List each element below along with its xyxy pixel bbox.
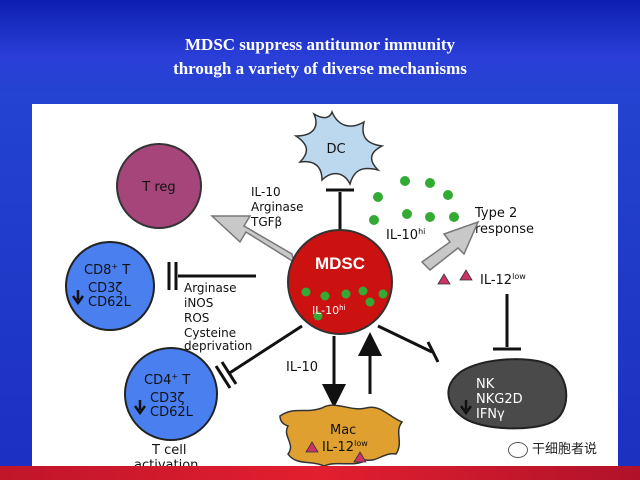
treg-factor: TGFβ	[250, 215, 282, 229]
nk-label: NK	[476, 377, 495, 392]
mdsc-to-type2-arrow	[420, 220, 480, 272]
down-arrow-icon	[133, 400, 147, 416]
cd4-inhibit-bar2	[220, 361, 238, 385]
mac-label: Mac	[330, 423, 356, 438]
cd4-marker-cd62l: CD62L	[150, 405, 194, 420]
il12-triangle-icon	[459, 269, 473, 281]
cd4-inhibit-bar	[214, 365, 232, 389]
cd4-marker-cd3z: CD3ζ	[150, 391, 184, 406]
mechanism-diagram: DC T reg IL-10 Arginase TGFβ IL-10hi Typ…	[65, 109, 568, 470]
cd8-marker-cd3z: CD3ζ	[88, 281, 122, 296]
type2-line2: response	[475, 222, 534, 237]
diagram-panel: DC T reg IL-10 Arginase TGFβ IL-10hi Typ…	[32, 104, 618, 470]
down-arrow-icon	[71, 290, 85, 306]
watermark-text: 干细胞者说	[532, 442, 598, 457]
cd8-title: CD8+ T	[84, 262, 130, 278]
cd4-tcell: CD4+ T CD3ζ CD62L	[124, 347, 218, 441]
il12-triangle-icon	[437, 273, 451, 285]
wechat-icon	[508, 441, 528, 458]
nk-cell: NK NKG2D IFNγ	[447, 358, 568, 430]
il12low-label: IL-12low	[480, 272, 526, 288]
mac-cell: Mac IL-12low	[279, 404, 404, 467]
mdsc-cell: MDSC IL-10hi	[287, 229, 393, 335]
mdsc-label: MDSC	[315, 254, 365, 273]
nk-marker-ifng: IFNγ	[476, 407, 505, 422]
dc-cell: DC	[293, 109, 385, 187]
nk-marker-nkg2d: NKG2D	[476, 392, 523, 407]
cd8-factor: ROS	[184, 311, 209, 325]
type2-line1: Type 2	[474, 206, 517, 221]
tcell-activation-line1: T cell	[151, 443, 186, 458]
cd8-factor: iNOS	[184, 296, 213, 310]
il12-triangle-icon	[305, 441, 319, 453]
mdsc-to-cd4-inhibit-line	[227, 324, 303, 376]
cd8-factor: Cysteine	[184, 326, 236, 340]
mdsc-to-nk-inhibit-line	[377, 324, 433, 354]
watermark: 干细胞者说	[508, 438, 597, 458]
treg-factor: IL-10	[251, 185, 281, 199]
nk-diag-inhibit-bar	[426, 341, 440, 363]
treg-label: T reg	[141, 180, 175, 195]
mdsc-il10-label: IL-10hi	[312, 304, 346, 317]
il10hi-label: IL-10hi	[386, 227, 425, 243]
treg-factor: Arginase	[251, 200, 303, 214]
slide-title-line2: through a variety of diverse mechanisms	[173, 59, 467, 78]
cd8-factor: deprivation	[184, 339, 252, 353]
il10-mac-label: IL-10	[286, 360, 318, 375]
cd8-factor: Arginase	[184, 281, 236, 295]
mdsc-to-treg-arrow	[210, 215, 296, 264]
cd4-title: CD4+ T	[144, 372, 190, 388]
dc-label: DC	[326, 142, 345, 157]
il12-triangle-icon	[353, 451, 367, 463]
treg-cell: T reg	[116, 143, 202, 229]
cd8-tcell: CD8+ T CD3ζ CD62L	[65, 241, 155, 331]
down-arrow-icon	[459, 400, 473, 416]
mac-il12-label: IL-12low	[322, 439, 368, 455]
il10hi-dots	[369, 176, 459, 225]
cd8-marker-cd62l: CD62L	[88, 295, 132, 310]
slide-title-line1: MDSC suppress antitumor immunity	[185, 35, 455, 54]
bottom-red-band	[0, 466, 640, 480]
